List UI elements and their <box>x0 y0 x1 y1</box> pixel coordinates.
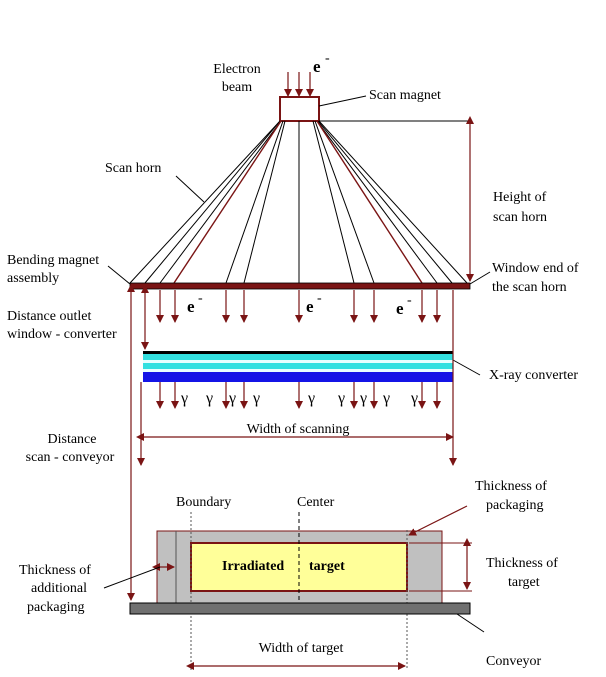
gamma-symbol: γ <box>359 390 367 407</box>
bending-magnet-leader <box>107 265 131 285</box>
gamma-symbol: γ <box>252 390 260 407</box>
gamma-arrows <box>156 382 441 409</box>
thickness-packaging-arrow <box>408 505 468 536</box>
thickness-packaging-label-2: packaging <box>486 498 544 513</box>
electron-superscript-top: - <box>325 51 330 66</box>
boundary-label: Boundary <box>176 495 231 510</box>
electron-symbol-left: e <box>187 297 195 316</box>
conveyor-belt <box>129 602 471 615</box>
electron-superscript-center: - <box>317 291 322 306</box>
scan-magnet-leader <box>318 95 367 107</box>
gamma-symbol: γ <box>228 390 236 407</box>
electron-beam-label-1: Electron <box>213 62 260 77</box>
thickness-target-label-1: Thickness of <box>486 556 558 571</box>
electron-symbol-top: e <box>313 57 321 76</box>
additional-packaging-leader <box>103 566 161 589</box>
electron-beam-label-2: beam <box>222 80 252 95</box>
electron-symbol-center: e <box>306 297 314 316</box>
electron-symbol-right: e <box>396 299 404 318</box>
scan-horn-leader <box>175 175 205 203</box>
scan-horn-window-bar <box>129 282 471 290</box>
gamma-symbol: γ <box>337 390 345 407</box>
bending-magnet-label-1: Bending magnet <box>7 253 99 268</box>
electron-beam-arrows <box>284 72 314 97</box>
center-label: Center <box>297 495 335 510</box>
distance-outlet-label-1: Distance outlet <box>7 309 91 324</box>
electron-superscript-right: - <box>407 293 412 308</box>
gamma-symbol: γ <box>410 390 418 407</box>
electron-superscript-left: - <box>198 291 203 306</box>
distance-scan-label-2: scan - conveyor <box>26 450 115 465</box>
xray-converter-leader <box>452 359 481 376</box>
window-end-label-1: Window end of <box>492 261 579 276</box>
additional-packaging-label-2: additional <box>31 581 87 596</box>
gamma-symbol: γ <box>205 390 213 407</box>
distance-outlet-label-2: window - converter <box>7 327 117 342</box>
gamma-symbol: γ <box>180 390 188 407</box>
thickness-target-label-2: target <box>508 575 540 590</box>
irradiated-label: Irradiated <box>222 559 284 574</box>
scan-horn-walls <box>173 120 423 284</box>
width-target-label: Width of target <box>259 641 344 656</box>
target-label: target <box>309 559 345 574</box>
electron-arrows-below-window <box>156 290 441 323</box>
width-scanning-label: Width of scanning <box>247 422 350 437</box>
thickness-packaging-label-1: Thickness of <box>475 479 547 494</box>
window-end-leader <box>469 271 491 285</box>
xray-converter <box>143 351 453 382</box>
gamma-symbols: γ γ γ γ γ γ γ γ γ <box>180 390 418 407</box>
conveyor-leader <box>456 613 485 633</box>
gamma-symbol: γ <box>307 390 315 407</box>
height-label-2: scan horn <box>493 210 547 225</box>
gamma-symbol: γ <box>382 390 390 407</box>
conveyor-label: Conveyor <box>486 654 542 669</box>
height-label-1: Height of <box>493 190 547 205</box>
xray-converter-label: X-ray converter <box>489 368 578 383</box>
scan-magnet-box <box>279 96 320 122</box>
window-end-label-2: the scan horn <box>492 280 567 295</box>
additional-packaging-label-3: packaging <box>27 600 85 615</box>
distance-scan-label-1: Distance <box>48 432 97 447</box>
scan-magnet-label: Scan magnet <box>369 88 441 103</box>
additional-packaging-label-1: Thickness of <box>19 563 91 578</box>
scan-horn-fan <box>129 120 468 284</box>
bending-magnet-label-2: assembly <box>7 271 59 286</box>
scan-horn-label: Scan horn <box>105 161 161 176</box>
